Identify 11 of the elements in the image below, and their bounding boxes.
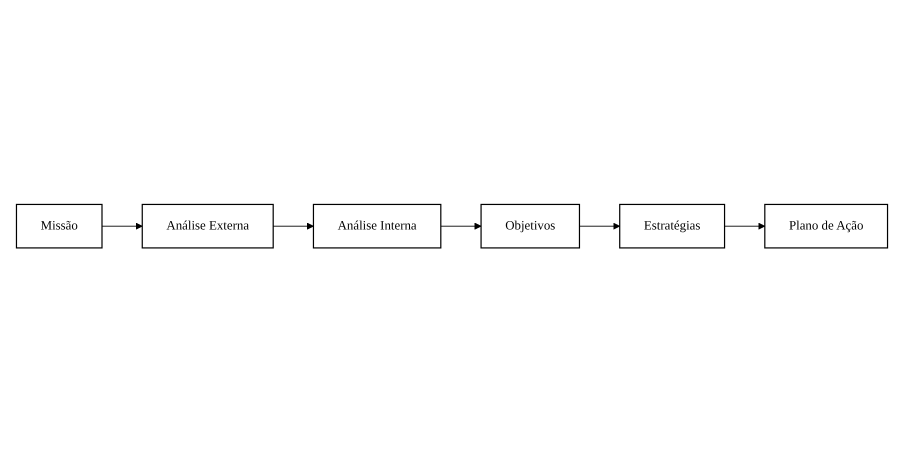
arrow [579, 222, 620, 230]
arrow [272, 222, 314, 230]
node-box: Análise Externa [142, 204, 274, 248]
arrow [724, 222, 766, 230]
node-box: Plano de Ação [764, 204, 888, 248]
node-box: Estratégias [619, 204, 726, 248]
arrow [102, 222, 143, 230]
node-box: Objetivos [480, 204, 580, 248]
node-box: Missão [16, 204, 103, 248]
arrow [440, 222, 482, 230]
node-box: Análise Interna [312, 204, 442, 248]
